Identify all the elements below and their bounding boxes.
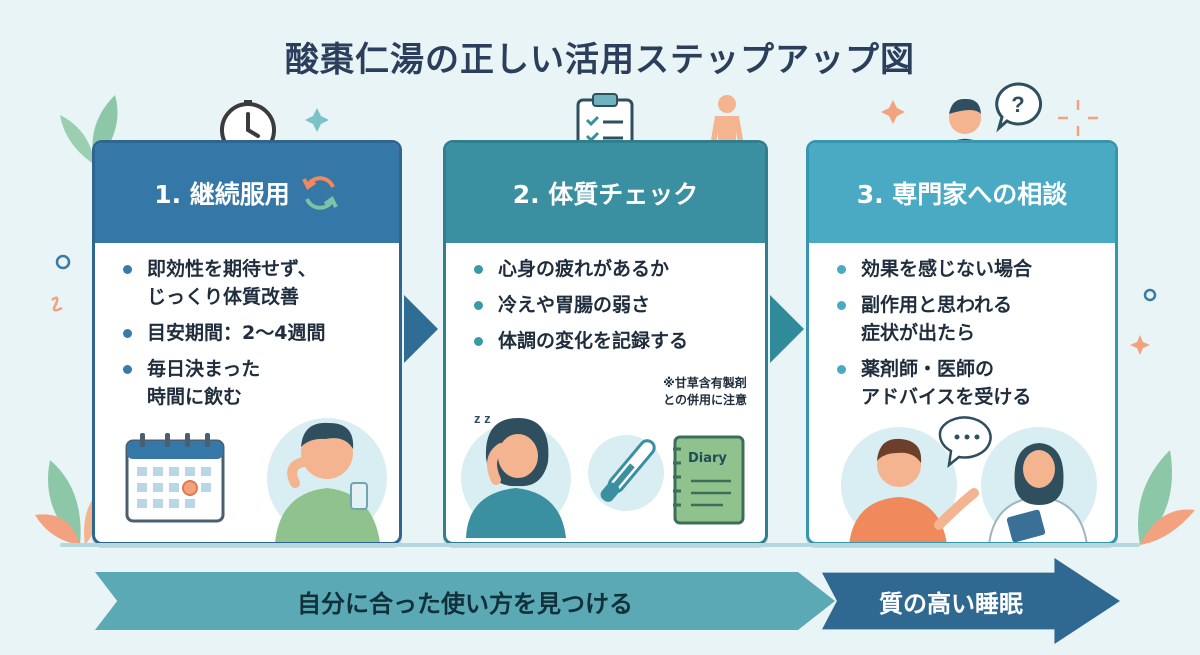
step-heading: 3. 専門家への相談 [856, 180, 1068, 209]
caution-note: ※甘草含有製剤 との併用に注意 [663, 376, 747, 407]
svg-text:z z: z z [474, 411, 491, 426]
step-card-constitution-check: 2. 体質チェック 心身の疲れがあるか 冷えや胃腸の弱さ 体調の変化を記録する … [443, 140, 768, 545]
step-heading: 1. 継続服用 [154, 180, 290, 209]
bullet-list: 効果を感じない場合 副作用と思われる 症状が出たら 薬剤師・医師の アドバイスを… [809, 243, 1115, 411]
diary-icon [673, 435, 745, 525]
bullet-item: 冷えや胃腸の弱さ [472, 291, 747, 319]
step-arrow-1-to-2 [404, 295, 438, 363]
question-bubble-icon: ? [995, 82, 1043, 133]
bullet-item: 即効性を期待せず、 じっくり体質改善 [121, 255, 381, 311]
goal-label: 質の高い睡眠 [879, 589, 1023, 618]
bullet-item: 効果を感じない場合 [835, 255, 1097, 283]
thermometer-icon [588, 435, 664, 511]
step-arrow-2-to-3 [770, 295, 804, 363]
consultation-illustration [841, 416, 1097, 542]
bullet-item: 毎日決まった 時間に飲む [121, 355, 381, 411]
journey-arrow: 自分に合った使い方を見つける [95, 572, 835, 630]
step-card-continuous-use: 1. 継続服用 即効性を期待せず、 じっくり体質改善 目安期間：2〜4週間 毎日… [92, 140, 402, 545]
tired-woman-illustration: z z [461, 411, 571, 538]
diary-label: Diary [688, 451, 727, 466]
bullet-list: 心身の疲れがあるか 冷えや胃腸の弱さ 体調の変化を記録する [446, 243, 765, 355]
bullet-item: 薬剤師・医師の アドバイスを受ける [835, 355, 1097, 411]
step-heading: 2. 体質チェック [512, 180, 699, 209]
svg-text:?: ? [1011, 92, 1024, 117]
ground-line [60, 543, 1140, 547]
refresh-icon [302, 176, 338, 210]
bullet-item: 目安期間：2〜4週間 [121, 319, 381, 347]
step-card-header: 2. 体質チェック [446, 143, 765, 243]
journey-label: 自分に合った使い方を見つける [297, 589, 633, 618]
bullet-item: 体調の変化を記録する [472, 327, 747, 355]
leaf-decoration-bottom-right [1138, 450, 1195, 545]
step-card-header: 3. 専門家への相談 [809, 143, 1115, 243]
bullet-list: 即効性を期待せず、 じっくり体質改善 目安期間：2〜4週間 毎日決まった 時間に… [95, 243, 399, 411]
man-drinking-illustration [267, 418, 387, 542]
step-card-header: 1. 継続服用 [95, 143, 399, 243]
bullet-item: 心身の疲れがあるか [472, 255, 747, 283]
bullet-item: 副作用と思われる 症状が出たら [835, 291, 1097, 347]
page-title: 酸棗仁湯の正しい活用ステップアップ図 [285, 40, 915, 80]
calendar-icon [125, 433, 225, 523]
step-card-specialist-consult: 3. 専門家への相談 効果を感じない場合 副作用と思われる 症状が出たら 薬剤師… [806, 140, 1118, 545]
